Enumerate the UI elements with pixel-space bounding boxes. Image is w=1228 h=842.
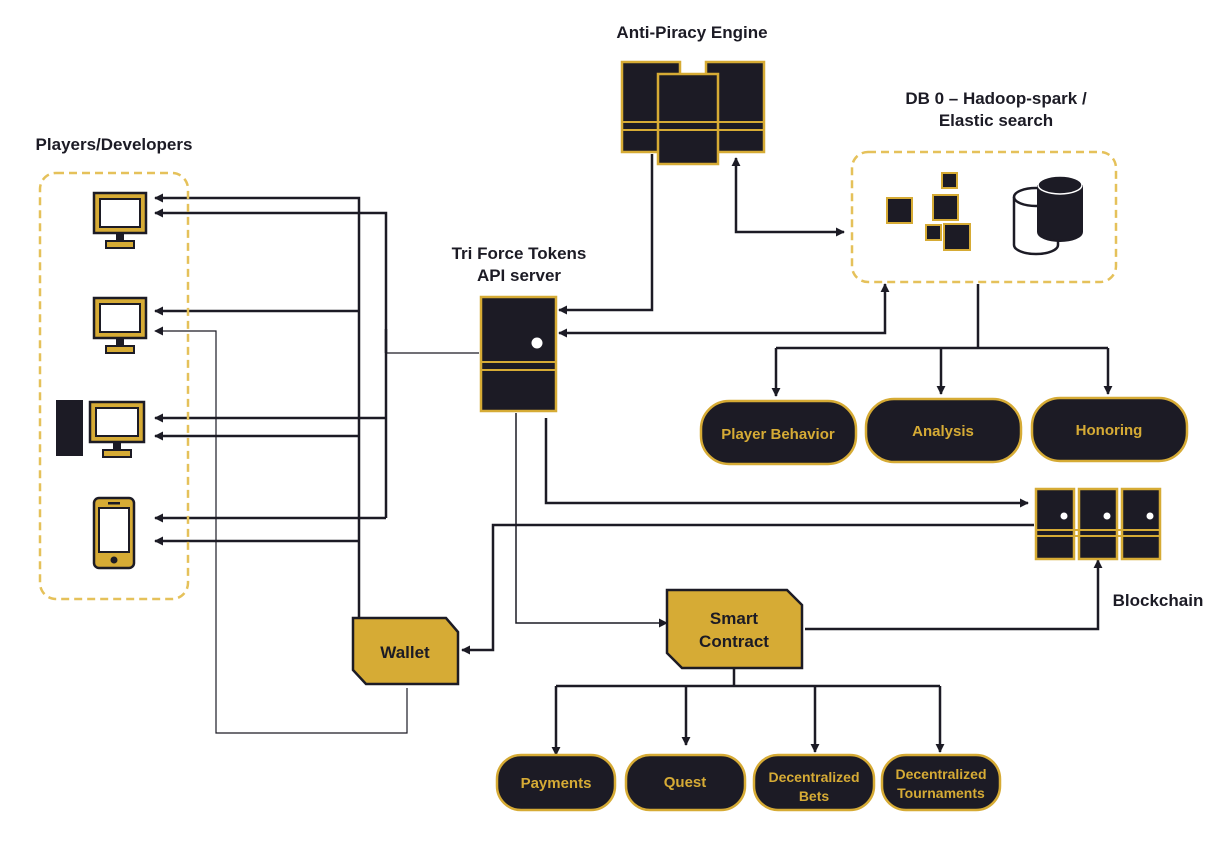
pill-tournaments-label-line2: Tournaments [897,785,985,801]
wallet-card[interactable]: Wallet [351,616,460,686]
blockchain-to-wallet-line [461,523,1034,655]
pill-decentralized-bets[interactable]: Decentralized Bets [752,753,876,812]
pill-payments-label: Payments [521,775,592,792]
smart-contract-label-line1: Smart [710,609,759,628]
pill-honoring-label: Honoring [1076,422,1143,439]
pill-tournaments-label-line1: Decentralized [895,766,986,782]
api-to-devices-line [154,208,388,518]
pill-quest[interactable]: Quest [624,753,747,812]
db-label-line1: DB 0 – Hadoop-spark / [905,89,1087,108]
players-developers-group [38,171,190,601]
db-label-line2: Elastic search [939,111,1053,130]
server-tower-icon[interactable] [479,295,558,413]
database-cylinder-icon [1012,175,1083,256]
connector-lines [154,154,1113,756]
db-group [850,150,1118,284]
api-to-blockchain-line [544,418,1029,508]
api-to-contract-line [515,413,668,628]
wallet-to-devices-line [154,193,361,618]
desktop-tower-monitor-icon[interactable] [56,400,146,458]
pill-analysis-label: Analysis [912,423,974,440]
pill-player-behavior-label: Player Behavior [721,426,835,443]
api-server-label-line1: Tri Force Tokens [452,244,587,263]
pill-payments[interactable]: Payments [495,753,617,812]
antipiracy-to-api-line [558,154,654,315]
data-blocks-icon [886,172,971,251]
wallet-label: Wallet [380,643,430,662]
blockchain-servers-icon[interactable] [1034,487,1162,561]
pill-honoring[interactable]: Honoring [1030,396,1189,463]
anti-piracy-engine-label: Anti-Piracy Engine [616,23,767,42]
pill-quest-label: Quest [664,774,707,791]
desktop-monitor-icon[interactable] [92,296,148,354]
api-db-line [558,283,890,338]
smart-contract-label-line2: Contract [699,632,769,651]
pill-bets-label-line1: Decentralized [768,769,859,785]
pill-decentralized-tournaments[interactable]: Decentralized Tournaments [880,753,1002,812]
wallet-loop-line [154,326,408,734]
blockchain-label: Blockchain [1113,591,1204,610]
antipiracy-db-line [731,157,845,237]
smartphone-icon[interactable] [92,496,136,570]
desktop-monitor-icon[interactable] [92,191,148,249]
pill-player-behavior[interactable]: Player Behavior [699,399,858,466]
pill-bets-label-line2: Bets [799,788,830,804]
server-stack-icon[interactable] [620,60,766,166]
api-server-label-line2: API server [477,266,561,285]
smart-contract-card[interactable]: Smart Contract [665,588,804,670]
players-developers-label: Players/Developers [36,135,193,154]
pill-analysis[interactable]: Analysis [864,397,1023,464]
contract-to-blockchain-line [805,559,1103,631]
